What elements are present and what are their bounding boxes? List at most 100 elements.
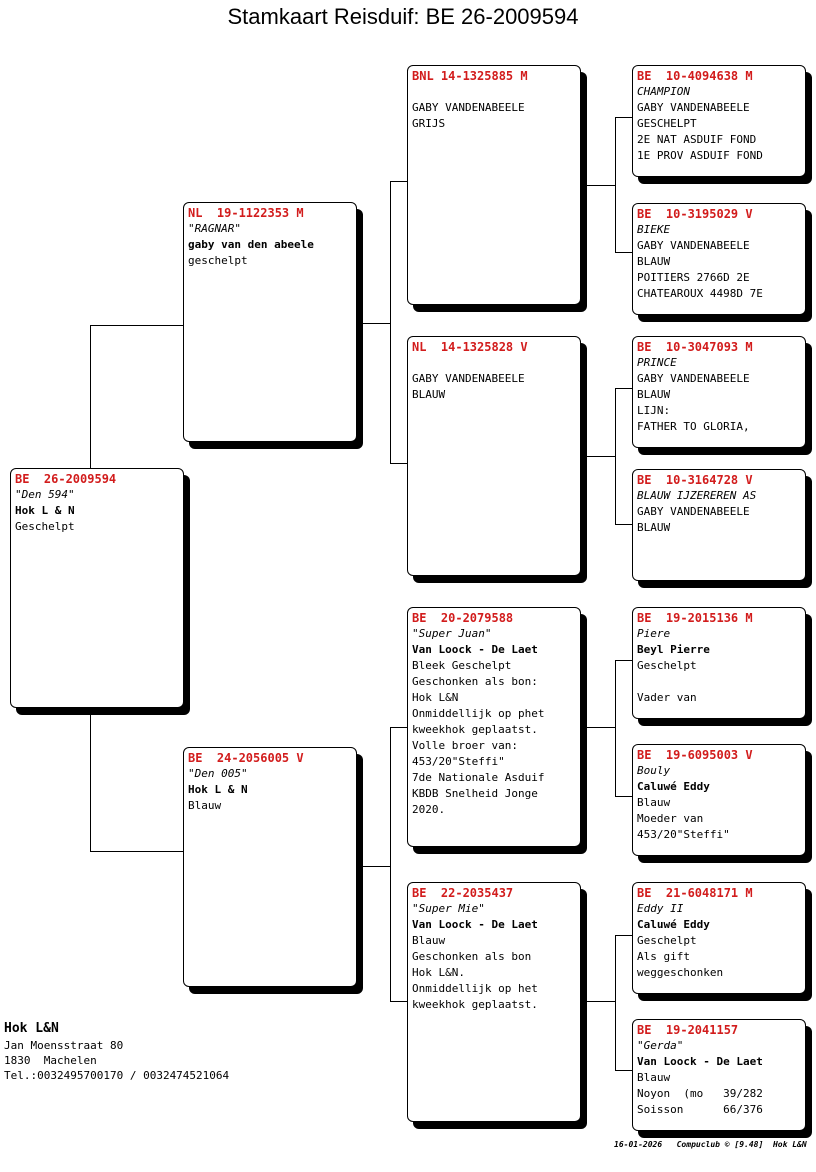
pigeon-card-fmf[interactable]: BE 10-3047093 M PRINCE GABY VANDENABEELE… [632, 336, 806, 448]
note-line: 453/20"Steffi" [637, 828, 730, 841]
breeder-name: Hok L & N [188, 783, 248, 796]
pigeon-name: "Gerda" [637, 1039, 684, 1052]
ring-number: BE 10-3164728 V [637, 473, 753, 487]
color: BLAUW [637, 521, 671, 534]
connector [390, 181, 408, 182]
pigeon-card-mfm[interactable]: BE 19-6095003 V Bouly Caluwé Eddy Blauw … [632, 744, 806, 856]
color: Blauw [637, 796, 671, 809]
connector [580, 456, 616, 457]
pigeon-name: BLAUW IJZEREREN AS [637, 489, 757, 502]
connector [390, 1001, 408, 1002]
breeder-name: Van Loock - De Laet [637, 1055, 763, 1068]
breeder-name: GABY VANDENABEELE [637, 239, 750, 252]
ring-number: BE 22-2035437 [412, 886, 514, 900]
note-line: kweekhok geplaatst. [412, 723, 538, 736]
note-line: 1E PROV ASDUIF FOND [637, 149, 763, 162]
note-line: weggeschonken [637, 966, 724, 979]
breeder-name: gaby van den abeele [188, 238, 314, 251]
connector [580, 727, 616, 728]
color: Blauw [637, 1071, 671, 1084]
breeder-name: Caluwé Eddy [637, 918, 710, 931]
note-line: Volle broer van: [412, 739, 518, 752]
connector [615, 1070, 633, 1071]
pigeon-name: CHAMPION [637, 85, 690, 98]
pigeon-card-fm[interactable]: NL 14-1325828 V GABY VANDENABEELE BLAUW [407, 336, 581, 576]
breeder-name: GABY VANDENABEELE [412, 372, 525, 385]
connector [615, 660, 616, 797]
pigeon-card-fff[interactable]: BE 10-4094638 M CHAMPION GABY VANDENABEE… [632, 65, 806, 177]
breeder-name: Van Loock - De Laet [412, 918, 538, 931]
pigeon-card-mff[interactable]: BE 19-2015136 M Piere Beyl Pierre Gesche… [632, 607, 806, 719]
ring-number: BE 10-4094638 M [637, 69, 753, 83]
connector [356, 866, 391, 867]
note-line: Hok L&N. [412, 966, 465, 979]
note-line: FATHER TO GLORIA, [637, 420, 750, 433]
note-line: 453/20"Steffi" [412, 755, 505, 768]
ring-number: BNL 14-1325885 M [412, 69, 528, 83]
ring-number: BE 20-2079588 [412, 611, 514, 625]
note-line: 2E NAT ASDUIF FOND [637, 133, 757, 146]
connector [615, 524, 633, 525]
note-line: Geschonken als bon: [412, 675, 538, 688]
note-line: Moeder van [637, 812, 704, 825]
color: Blauw [188, 799, 222, 812]
connector [356, 323, 391, 324]
ring-number: BE 26-2009594 [15, 472, 117, 486]
pigeon-name: "RAGNAR" [188, 222, 241, 235]
note-line: 2020. [412, 803, 446, 816]
note-line: Onmiddellijk op phet [412, 707, 545, 720]
pigeon-card-mmf[interactable]: BE 21-6048171 M Eddy II Caluwé Eddy Gesc… [632, 882, 806, 994]
note-line: Onmiddellijk op het [412, 982, 538, 995]
color: BLAUW [637, 255, 671, 268]
note-line: Als gift [637, 950, 690, 963]
note-line: Hok L&N [412, 691, 459, 704]
pigeon-name: BIEKE [637, 223, 671, 236]
breeder-name: Van Loock - De Laet [412, 643, 538, 656]
owner-info: Hok L&N Jan Moensstraat 80 1830 Machelen… [4, 1020, 229, 1083]
note-line: Vader van [637, 691, 697, 704]
pigeon-card-mf[interactable]: BE 20-2079588 "Super Juan" Van Loock - D… [407, 607, 581, 847]
note-line [637, 674, 800, 690]
breeder-name: GABY VANDENABEELE [637, 372, 750, 385]
breeder-name: Hok L & N [15, 504, 75, 517]
note-line: 7de Nationale Asduif [412, 771, 545, 784]
pigeon-card-father[interactable]: NL 19-1122353 M "RAGNAR" gaby van den ab… [183, 202, 357, 442]
connector [615, 935, 616, 1071]
pigeon-card-mm[interactable]: BE 22-2035437 "Super Mie" Van Loock - De… [407, 882, 581, 1122]
pigeon-name: Eddy II [637, 902, 684, 915]
color: Geschelpt [637, 659, 697, 672]
ring-number: BE 10-3195029 V [637, 207, 753, 221]
pigeon-card-ff[interactable]: BNL 14-1325885 M GABY VANDENABEELE GRIJS [407, 65, 581, 305]
color: GRIJS [412, 117, 446, 130]
breeder-name: Caluwé Eddy [637, 780, 710, 793]
pigeon-card-subject[interactable]: BE 26-2009594 "Den 594" Hok L & N Gesche… [10, 468, 184, 708]
pigeon-card-mother[interactable]: BE 24-2056005 V "Den 005" Hok L & N Blau… [183, 747, 357, 987]
color: GESCHELPT [637, 117, 697, 130]
connector [90, 851, 184, 852]
ring-number: NL 19-1122353 M [188, 206, 304, 220]
connector [580, 1001, 616, 1002]
color: Bleek Geschelpt [412, 659, 512, 672]
connector [615, 117, 633, 118]
connector [615, 252, 633, 253]
connector [390, 181, 391, 464]
pigeon-name: Bouly [637, 764, 671, 777]
note-line: POITIERS 2766D 2E [637, 271, 750, 284]
connector [615, 796, 633, 797]
pigeon-name: "Super Juan" [412, 627, 492, 640]
connector [390, 727, 391, 1002]
color: BLAUW [637, 388, 671, 401]
pigeon-name [412, 355, 575, 371]
owner-address: Jan Moensstraat 80 [4, 1039, 124, 1052]
color: geschelpt [188, 254, 248, 267]
breeder-name: GABY VANDENABEELE [637, 101, 750, 114]
pigeon-card-fmm[interactable]: BE 10-3164728 V BLAUW IJZEREREN AS GABY … [632, 469, 806, 581]
color: BLAUW [412, 388, 446, 401]
pigeon-name: PRINCE [637, 356, 677, 369]
breeder-name: Beyl Pierre [637, 643, 710, 656]
owner-name: Hok L&N [4, 1021, 59, 1036]
connector [390, 463, 408, 464]
note-line: CHATEAROUX 4498D 7E [637, 287, 763, 300]
pigeon-card-mmm[interactable]: BE 19-2041157 "Gerda" Van Loock - De Lae… [632, 1019, 806, 1131]
pigeon-card-ffm[interactable]: BE 10-3195029 V BIEKE GABY VANDENABEELE … [632, 203, 806, 315]
